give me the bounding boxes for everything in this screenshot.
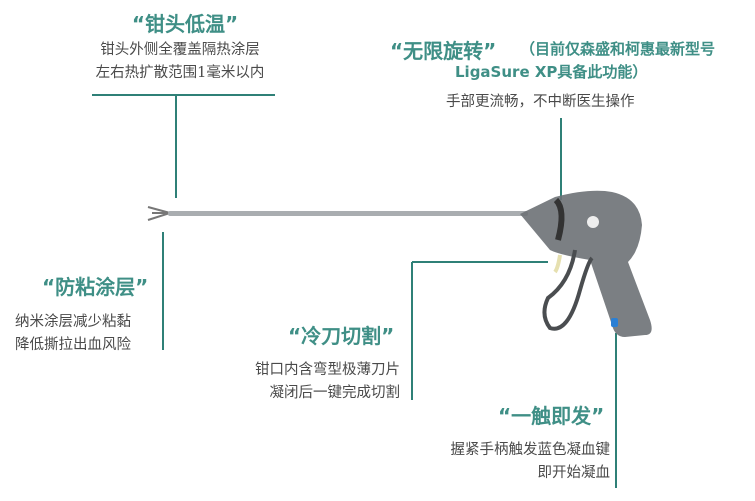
jaw-icon <box>147 206 174 221</box>
feature-desc-line: 左右热扩散范围1毫米以内 <box>95 65 265 81</box>
feature-desc-line: 降低撕拉出血风险 <box>15 337 131 353</box>
feature-desc-line: 纳米涂层减少粘黏 <box>15 314 131 330</box>
feature-title-low-temp-jaw: “钳头低温” <box>131 12 239 36</box>
blue-coagulation-button <box>611 318 618 327</box>
feature-desc-line: 手部更流畅，不中断医生操作 <box>446 94 635 110</box>
feature-desc-line: 凝闭后一键完成切割 <box>269 385 401 401</box>
feature-note-line: LigaSure XP具备此功能） <box>455 63 648 81</box>
callout-lines <box>92 94 617 488</box>
feature-desc-line: 钳头外侧全覆盖隔热涂层 <box>100 42 260 58</box>
feature-note-line: （目前仅森盛和柯惠最新型号 <box>520 40 716 58</box>
shaft <box>168 211 528 216</box>
handle-body <box>520 190 652 337</box>
feature-title-infinite-rotation: “无限旋转” <box>390 39 497 63</box>
feature-title-one-touch: “一触即发” <box>498 404 605 428</box>
feature-title-cold-cut: “冷刀切割” <box>288 324 395 348</box>
feature-desc-line: 钳口内含弯型极薄刀片 <box>255 362 400 378</box>
feature-desc-line: 即开始凝血 <box>537 465 611 481</box>
feature-desc-line: 握紧手柄触发蓝色凝血键 <box>450 442 611 458</box>
feature-title-anti-stick-coating: “防粘涂层” <box>42 275 149 299</box>
